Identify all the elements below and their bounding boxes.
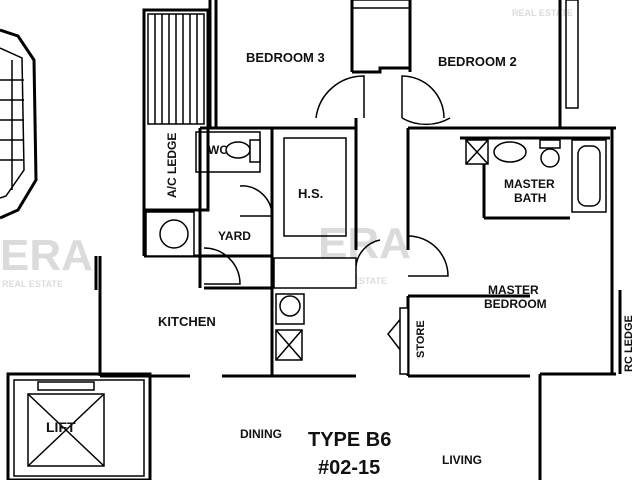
watermark-tagline-top: REAL ESTATE: [512, 8, 573, 18]
label-bedroom-3: BEDROOM 3: [246, 50, 325, 65]
label-master-bedroom-1: MASTER: [488, 283, 539, 297]
label-kitchen: KITCHEN: [158, 314, 216, 329]
unit-number: #02-15: [318, 457, 380, 479]
unit-title: TYPE B6 #02-15: [308, 429, 391, 479]
bathtub: [571, 139, 607, 213]
master-bath-basin: [493, 141, 527, 163]
ac-ledge-area: [142, 8, 210, 212]
staircase: [0, 28, 38, 220]
label-ac-ledge: A/C LEDGE: [165, 133, 179, 198]
lift-shaft: [6, 372, 152, 480]
unit-type: TYPE B6: [308, 429, 391, 451]
label-master-bedroom-2: BEDROOM: [484, 297, 547, 311]
label-living: LIVING: [442, 453, 482, 467]
label-bedroom-2: BEDROOM 2: [438, 54, 517, 69]
washing-machine-area: [273, 257, 357, 289]
watermark-logo-left: ERA: [0, 231, 93, 280]
label-hs: H.S.: [298, 186, 323, 201]
master-bath-toilet: [540, 148, 560, 168]
label-store: STORE: [415, 320, 427, 358]
label-dining: DINING: [240, 427, 282, 441]
fixtures: [145, 139, 607, 375]
room-labels: BEDROOM 3 BEDROOM 2 A/C LEDGE WC H.S. MA…: [46, 50, 635, 467]
label-lift: LIFT: [46, 419, 76, 435]
label-yard: YARD: [218, 229, 251, 243]
wc-toilet: [225, 141, 251, 159]
label-master-bath-1: MASTER: [504, 177, 555, 191]
watermark-tagline-left: REAL ESTATE: [2, 279, 63, 289]
label-rc-ledge: RC LEDGE: [623, 315, 635, 372]
label-master-bath-2: BATH: [514, 191, 546, 205]
door-swings: [203, 75, 451, 361]
label-wc: WC: [208, 143, 228, 157]
